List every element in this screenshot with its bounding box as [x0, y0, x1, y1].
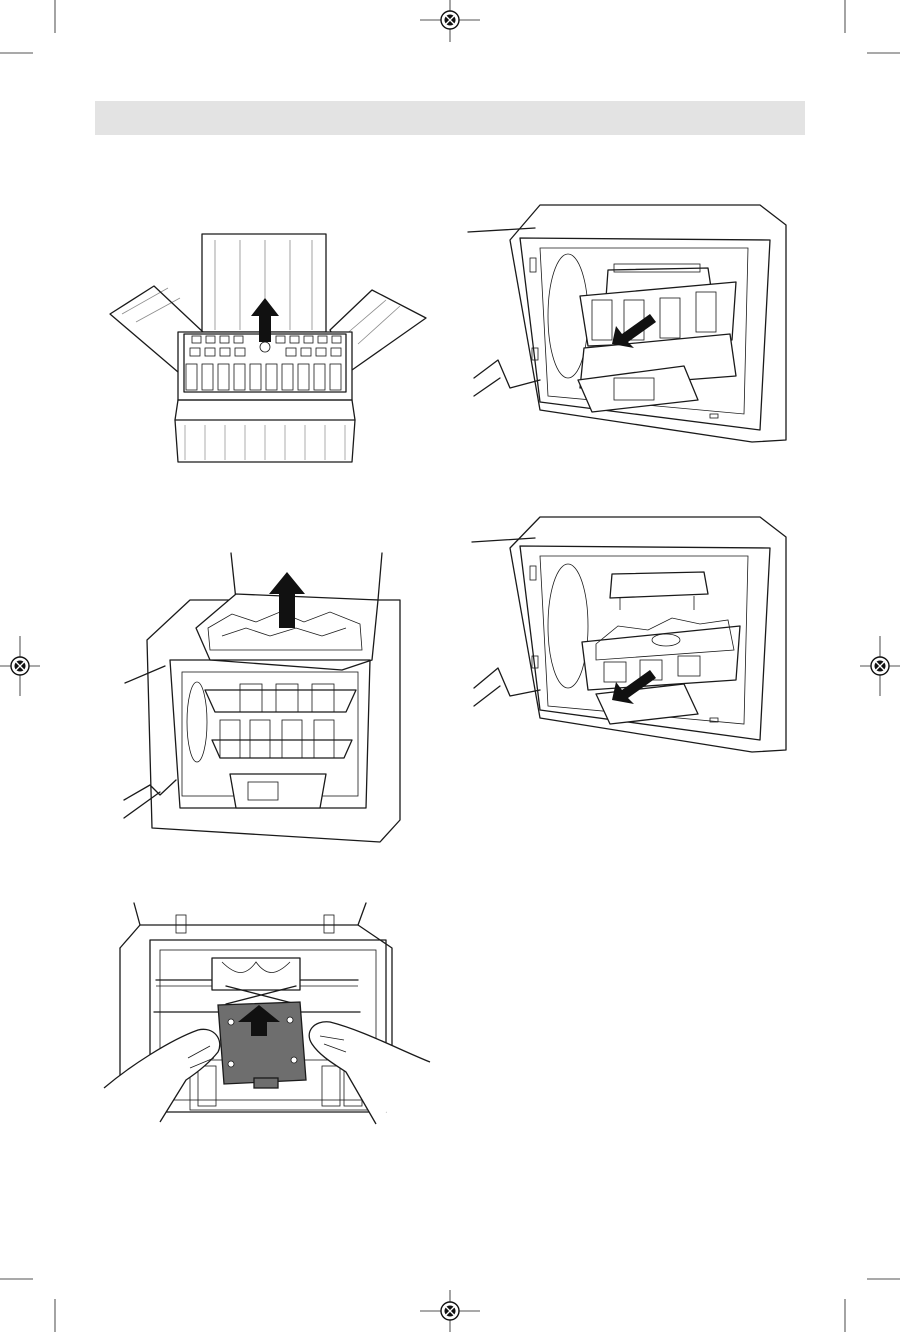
remove-build-plate-illustration: [0, 0, 900, 1332]
